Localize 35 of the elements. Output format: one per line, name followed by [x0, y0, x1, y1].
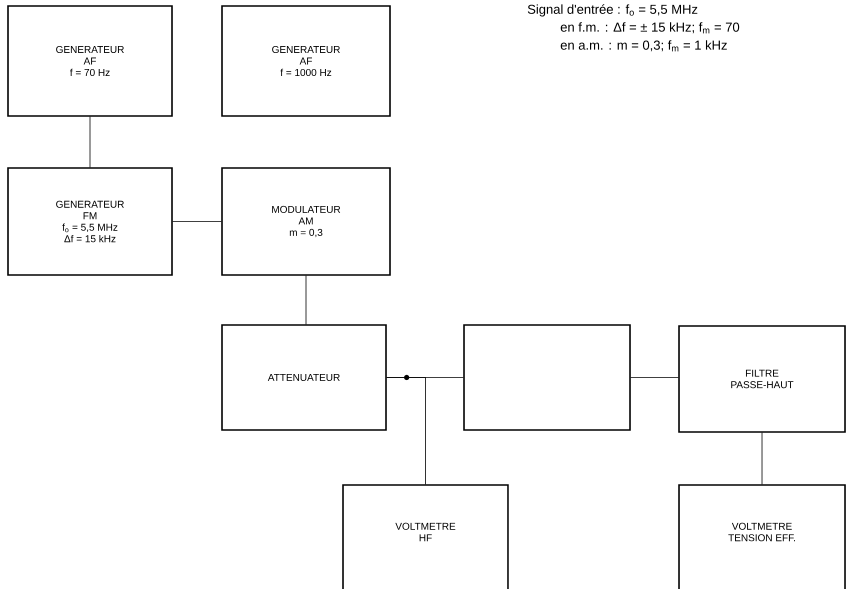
node-label: FM: [84, 212, 96, 220]
process-box: [221, 5, 391, 117]
node-label: MODULATEUR: [272, 206, 340, 213]
node-label: FILTRE: [746, 370, 778, 377]
connector-line: [386, 377, 426, 485]
node-label: m = 0,3: [290, 228, 322, 238]
node-label: GENERATEUR: [56, 200, 124, 208]
node-label: Δf = 15 kHz: [64, 234, 116, 242]
process-box: [221, 167, 391, 276]
node-label: GENERATEUR: [56, 46, 124, 54]
node-label: PASSE-HAUT: [731, 381, 794, 388]
node-label: AM: [298, 217, 313, 224]
node-label: VOLTMETRE: [732, 522, 792, 530]
process-box: [678, 484, 846, 589]
node-label: GENERATEUR: [272, 46, 340, 54]
connector-line: [172, 221, 222, 222]
node-label: f = 70 Hz: [70, 68, 110, 76]
process-box: [7, 167, 173, 276]
process-box: [342, 484, 509, 589]
process-box: [463, 324, 631, 431]
node-label: AF: [84, 58, 96, 64]
node-label: VOLTMETRE: [395, 522, 456, 530]
process-box: [678, 325, 846, 433]
node-label: HF: [420, 534, 432, 542]
node-label: AF: [300, 58, 312, 64]
note-text: en f.m. : Δf = ± 15 kHz; f$_{m}$ = 70: [560, 22, 740, 34]
note-text: en a.m. : m = 0,3; f$_{m}$ = 1 kHz: [560, 40, 727, 52]
node-label: f = 1000 Hz: [280, 68, 332, 76]
process-box: [7, 5, 173, 117]
node-label: TENSION EFF.: [728, 534, 795, 542]
note-text: Signal d'entrée : f$_{o}$ = 5,5 MHz: [528, 4, 698, 16]
node-label: ATTENUATEUR: [268, 374, 340, 381]
connector-line: [630, 377, 679, 378]
node-label: f$_{o}$ = 5,5 MHz: [62, 223, 118, 232]
process-box: [221, 324, 387, 431]
